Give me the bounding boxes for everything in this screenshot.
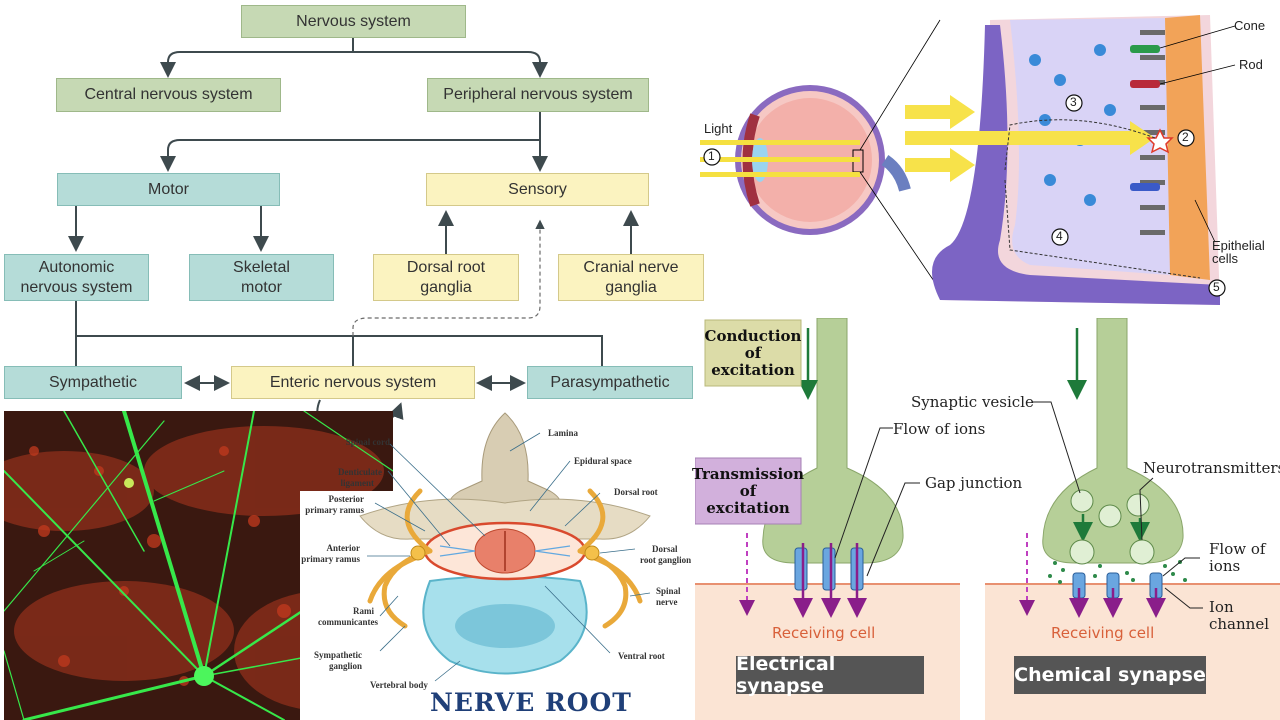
dorsal-root-label-line2: ganglia: [420, 278, 472, 296]
label-ganglion: ganglion: [328, 661, 362, 671]
neurotransmitters-label: Neurotransmitters: [1143, 459, 1280, 477]
sympathetic-box: Sympathetic: [4, 366, 182, 399]
nerve-root-title: NERVE ROOT: [430, 688, 632, 717]
label-dorsal: Dorsal: [652, 544, 678, 554]
dorsal-root-label-line1: Dorsal root: [406, 258, 486, 276]
skeletal-label-line2: motor: [241, 278, 282, 296]
skeletal-motor-box: Skeletal motor: [189, 254, 334, 301]
eye-label-epithelial: Epithelial: [1212, 238, 1265, 253]
autonomic-nervous-system-box: Autonomic nervous system: [4, 254, 149, 301]
peripheral-nervous-system-box: Peripheral nervous system: [427, 78, 649, 112]
cranial-nerve-label-line2: ganglia: [605, 278, 657, 296]
eye-label-cells: cells: [1212, 251, 1239, 266]
conduction-line3: excitation: [711, 360, 795, 379]
label-dorsal-root: Dorsal root: [614, 487, 658, 497]
parasympathetic-label: Parasympathetic: [550, 373, 670, 391]
skeletal-label-line1: Skeletal: [233, 258, 290, 276]
sympathetic-label: Sympathetic: [48, 373, 138, 391]
eye-label-cone: Cone: [1234, 18, 1266, 33]
eye-label-light: Light: [704, 121, 733, 136]
eye-label-rod: Rod: [1239, 57, 1263, 72]
eye-marker-3: 3: [1070, 95, 1077, 109]
label-sympathetic-ganglion: Sympathetic: [314, 650, 362, 660]
dorsal-root-ganglia-box: Dorsal root ganglia: [373, 254, 519, 301]
autonomic-label-line1: Autonomic: [38, 258, 115, 276]
conduction-line1: Conduction: [704, 326, 802, 345]
flow-of-ions-chemical-line2: ions: [1209, 557, 1241, 575]
ion-channel-line2: channel: [1209, 615, 1269, 633]
ion-channel-line1: Ion: [1209, 598, 1234, 616]
transmission-line3: excitation: [706, 498, 790, 517]
central-nervous-system-box: Central nervous system: [56, 78, 281, 112]
central-nervous-system-label: Central nervous system: [84, 86, 253, 103]
motor-label: Motor: [148, 180, 189, 198]
flow-of-ions-chemical-line1: Flow of: [1209, 540, 1266, 558]
eye-marker-2: 2: [1182, 130, 1189, 144]
gap-junction-label: Gap junction: [925, 474, 1023, 492]
label-rami: Rami: [353, 606, 374, 616]
label-anterior-ramus: primary ramus: [301, 554, 360, 564]
synapse-illustration: [695, 318, 1280, 720]
nervous-system-label: Nervous system: [296, 12, 411, 30]
label-lamina: Lamina: [548, 428, 579, 438]
chemical-synapse-title: Chemical synapse: [1014, 656, 1206, 694]
label-ligament: ligament: [340, 478, 375, 488]
label-spinal: Spinal: [656, 586, 681, 596]
eye-marker-5: 5: [1213, 280, 1220, 294]
label-posterior: Posterior: [328, 494, 364, 504]
enteric-label: Enteric nervous system: [269, 373, 437, 391]
lamina: [449, 412, 561, 512]
conduction-line2: of: [744, 343, 762, 362]
label-root-ganglion: root ganglion: [640, 555, 692, 565]
cranial-nerve-label-line1: Cranial nerve: [583, 258, 679, 276]
cranial-nerve-ganglia-box: Cranial nerve ganglia: [558, 254, 704, 301]
label-anterior: Anterior: [326, 543, 361, 553]
receiving-cell-label-electrical: Receiving cell: [772, 624, 876, 642]
receiving-cell-electrical: [695, 583, 960, 720]
enteric-nervous-system-box: Enteric nervous system: [231, 366, 475, 399]
eye-marker-4: 4: [1056, 229, 1063, 243]
label-denticulate: Denticulate: [338, 467, 382, 477]
label-vertebral-body: Vertebral body: [370, 680, 428, 690]
label-nerve: nerve: [656, 597, 678, 607]
autonomic-label-line2: nervous system: [20, 278, 133, 296]
eye-marker-1: 1: [708, 149, 715, 163]
motor-box: Motor: [57, 173, 280, 206]
label-ventral-root: Ventral root: [618, 651, 665, 661]
sensory-box: Sensory: [426, 173, 649, 206]
label-spinal-cord: Spinal cord: [345, 437, 390, 447]
transmission-line2: of: [739, 481, 757, 500]
flowchart-connectors: [68, 38, 639, 420]
label-posterior-ramus: primary ramus: [305, 505, 364, 515]
sensory-label: Sensory: [508, 180, 567, 198]
parasympathetic-box: Parasympathetic: [527, 366, 693, 399]
receiving-cell-chemical: [985, 583, 1280, 720]
peripheral-nervous-system-label: Peripheral nervous system: [443, 86, 633, 103]
receiving-cell-label-chemical: Receiving cell: [1051, 624, 1155, 642]
nerve-root-illustration: [300, 412, 695, 720]
transmission-line1: Transmission: [691, 464, 805, 483]
eye-retina-illustration: [700, 15, 1236, 305]
flow-of-ions-label: Flow of ions: [893, 420, 986, 438]
nervous-system-box: Nervous system: [241, 5, 466, 38]
synaptic-vesicle-label: Synaptic vesicle: [911, 393, 1034, 411]
electrical-synapse-title: Electrical synapse: [736, 653, 924, 697]
label-epidural-space: Epidural space: [574, 456, 632, 466]
label-communicantes: communicantes: [318, 617, 378, 627]
